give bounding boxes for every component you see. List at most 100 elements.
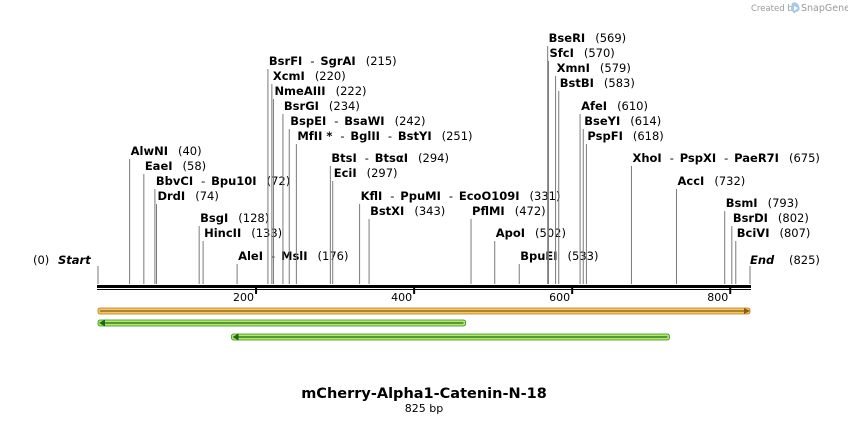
enzyme-name: Bpu10I [211,174,256,188]
map-title: mCherry-Alpha1-Catenin-N-18 [301,386,547,402]
restriction-site: NmeAIII (222) [272,84,367,284]
enzyme-name: PspXI [680,151,716,165]
end-position: (825) [789,253,820,267]
restriction-site: AccI(732) [676,174,745,284]
enzyme-name: BglII [350,129,380,143]
site-position: (570) [584,46,615,60]
enzyme-name: PflMI [472,204,505,218]
site-position: (40) [178,144,202,158]
site-position: (610) [617,99,648,113]
start-position: (0) [33,253,49,267]
site-separator: - [449,189,453,203]
end-label: End [750,253,775,267]
enzyme-name: BstYI [398,129,432,143]
site-position: (72) [267,174,291,188]
enzyme-name: PpuMI [400,189,441,203]
enzyme-name: BsmI [726,196,758,210]
site-separator: - [334,114,338,128]
restriction-site: BsrDI(802) [731,211,809,284]
site-separator: - [310,54,314,68]
map-length: 825 bp [405,402,443,415]
enzyme-name: DrdI [157,189,185,203]
restriction-site: BseRI(569) [547,31,626,284]
enzyme-name: EcoO109I [459,189,520,203]
feature-green [97,319,466,327]
restriction-site: HincII (133) [202,226,282,284]
enzyme-name: BstBI [560,76,594,90]
enzyme-name: KflI [361,189,383,203]
features [97,307,751,341]
enzyme-name: PaeR7I [734,151,779,165]
site-position: (614) [630,114,661,128]
snapgene-credit: Created by SnapGene [751,2,848,14]
site-position: (807) [779,226,810,240]
site-separator: - [340,129,344,143]
site-position: (618) [633,129,664,143]
restriction-site: BspEI-BsaWI(242) [288,114,426,284]
enzyme-name: ApoI [496,226,525,240]
site-separator: - [201,174,205,188]
restriction-site: SfcI (570) [547,46,615,284]
restriction-site: MfII *-BglII-BstYI(251) [295,129,473,284]
credit-brand: SnapGene [801,3,848,14]
enzyme-name: BstXI [370,204,404,218]
site-position: (297) [367,166,398,180]
enzyme-name: AfeI [581,99,607,113]
site-position: (502) [535,226,566,240]
enzyme-name: BsgI [200,211,228,225]
enzyme-name: BseYI [584,114,620,128]
enzyme-name: XhoI [632,151,661,165]
restriction-site: BbvCI-Bpu10I(72) [154,174,291,284]
enzyme-name: BsaWI [344,114,384,128]
enzyme-name: NmeAIII [274,84,325,98]
restriction-site: BsgI (128) [198,211,269,284]
ruler-tick-label: 800 [707,291,728,304]
enzyme-name: HincII [204,226,241,240]
ruler-tick [571,288,574,294]
ruler-tick-label: 400 [391,291,412,304]
site-position: (583) [604,76,635,90]
site-position: (793) [768,196,799,210]
restriction-site: BsmI (793) [724,196,799,284]
site-separator: - [388,129,392,143]
restriction-site: KflI-PpuMI-EcoO109I(331) [359,189,561,284]
restriction-site: AlwNI(40) [129,144,202,284]
enzyme-name: SfcI [549,46,573,60]
restriction-site: XmnI(579) [555,61,631,284]
sequence-ends: (0) Start End (825) [33,253,820,284]
restriction-site: EaeI(58) [143,159,207,284]
enzyme-name: PspFI [587,129,622,143]
site-position: (569) [595,31,626,45]
restriction-site: XcmI(220) [271,69,346,284]
restriction-site: BsrFI-SgrAI(215) [267,54,397,284]
restriction-site: BsrGI(234) [282,99,360,284]
restriction-site: EciI (297) [332,166,398,284]
site-position: (732) [714,174,745,188]
site-position: (222) [336,84,367,98]
site-position: (128) [238,211,269,225]
arrow-right-icon [744,308,750,314]
site-position: (215) [366,54,397,68]
enzyme-name: BtsαI [375,151,408,165]
restriction-site: BstXI(343) [368,204,445,284]
enzyme-name: BsrGI [284,99,319,113]
enzyme-name: XmnI [557,61,590,75]
ruler-tick [255,288,258,294]
enzyme-name: BsrDI [733,211,768,225]
site-position: (472) [515,204,546,218]
enzyme-name: XcmI [273,69,305,83]
restriction-site: BseYI (614) [582,114,661,284]
ruler-tick [413,288,416,294]
enzyme-name: BciVI [737,226,770,240]
ruler-tick [729,288,732,294]
site-position: (58) [183,159,207,173]
site-position: (294) [418,151,449,165]
enzyme-name: MfII * [297,129,332,143]
site-position: (133) [251,226,282,240]
site-position: (242) [395,114,426,128]
enzyme-name: EciI [334,166,357,180]
site-position: (331) [530,189,561,203]
restriction-site: BtsI-BtsαI(294) [329,151,449,284]
restriction-site: BciVI (807) [735,226,810,284]
restriction-site: BstBI (583) [558,76,635,284]
